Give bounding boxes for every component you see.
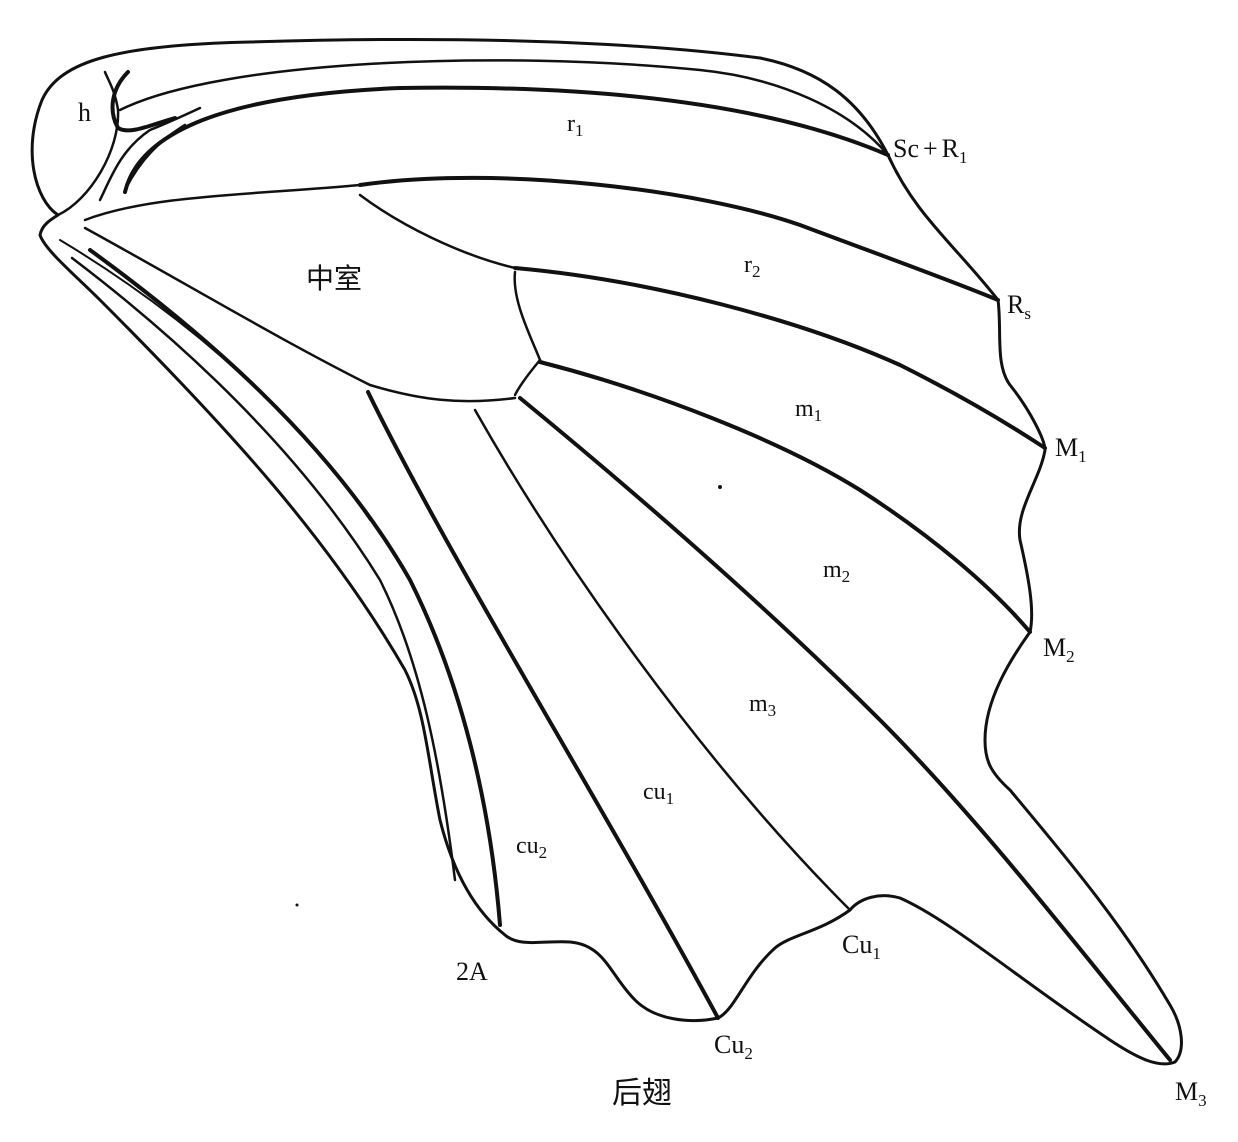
vein-label-cu1: Cu1 [842,930,881,963]
cell-label-r1: r1 [567,111,584,140]
discocellular-1 [513,270,542,362]
cell-label-r2: r2 [744,252,761,281]
humeral-vein [110,70,177,133]
vein-rs [358,175,1000,302]
anal-fold [59,239,371,521]
cell-label-cu1: cu1 [643,779,674,808]
ink-speck [295,903,299,907]
ink-speck [718,485,722,489]
vein-label-m3: M3 [1175,1077,1207,1110]
vein-m1 [513,266,1047,450]
vein-cu1 [473,408,852,912]
vein-label-sc-r1: Sc+R1 [893,134,968,167]
wing-outline [30,37,1183,1066]
humeral-lobe [56,70,120,217]
cell-label-cu2: cu2 [516,833,547,862]
figure-title: 后翅 [612,1077,672,1110]
discocellular-2 [513,358,542,397]
vein-label-cu2: Cu2 [714,1030,753,1063]
cell-label-m2: m2 [823,557,850,586]
cell-label-discal: 中室 [306,263,362,295]
vein-m2 [538,360,1032,634]
vein-label-h: h [78,98,91,127]
vein-r-stem [358,193,517,270]
vein-2a [88,248,502,927]
costal-margin-vein [118,59,890,157]
discal-cell-lower [83,226,517,403]
vein-sc-r1 [123,85,890,194]
cell-label-m3: m3 [749,691,776,720]
discal-cell-upper [83,183,362,222]
vein-label-rs: Rs [1007,290,1031,323]
vein-m3 [518,396,1172,1062]
vein-label-2a: 2A [456,957,488,986]
vein-label-m2: M2 [1043,633,1075,666]
vein-cu2 [366,390,720,1020]
cell-label-m1: m1 [795,396,822,425]
vein-label-m1: M1 [1055,433,1087,466]
vein-3a [70,256,457,882]
